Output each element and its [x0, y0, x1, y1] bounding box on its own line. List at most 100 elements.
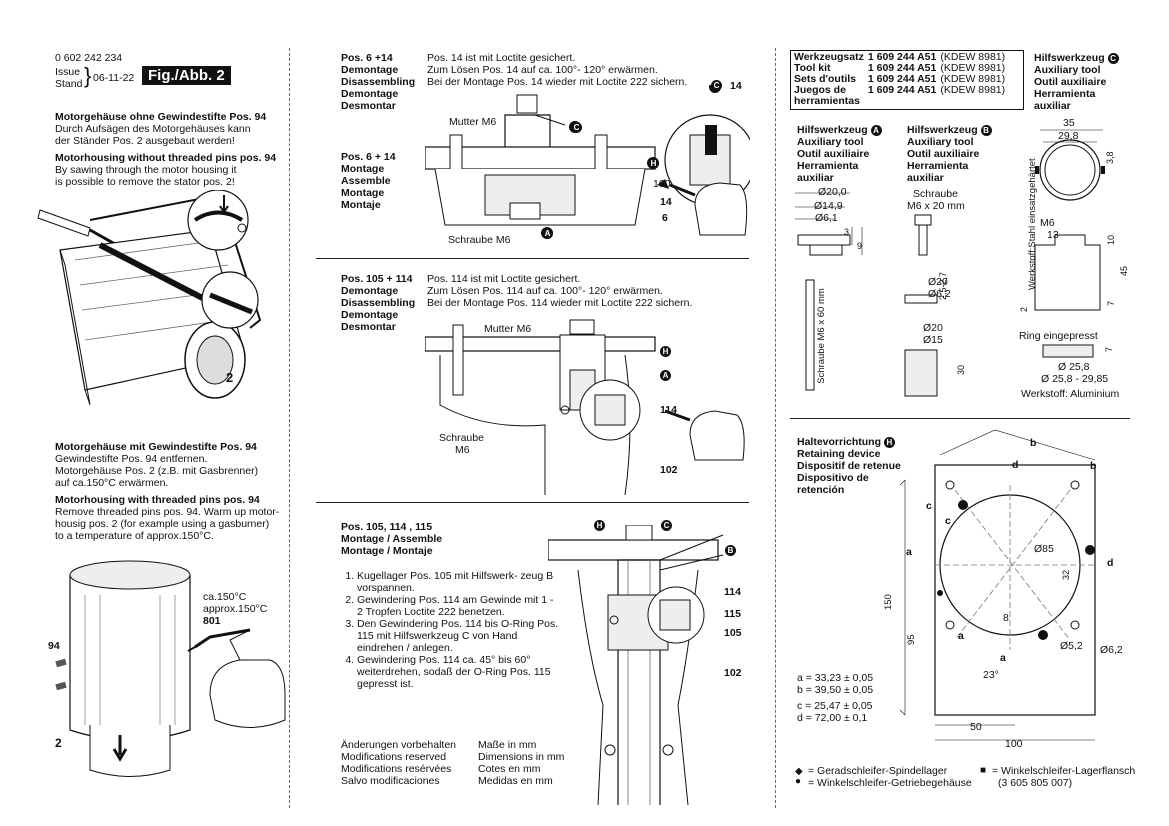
dims-3: Cotes en mm [478, 763, 541, 775]
holder-dim-8: 8 [1003, 612, 1009, 624]
holder-dim-d1: d [1012, 459, 1019, 471]
stand-label: Stand [55, 78, 83, 90]
toolC-dim-9: 2 [1019, 306, 1029, 312]
holder-dim-b1: b [1030, 437, 1037, 449]
section-divider-3 [790, 418, 1130, 419]
toolC-ring-dim-3: Ø 25,8 - 29,85 [1041, 373, 1109, 385]
holder-line-2: Dispositif de retenue [797, 460, 901, 472]
tool-h-marker-1: H [648, 158, 659, 169]
s1-op-1: Demontage [341, 64, 399, 76]
s2-title-de: Motorgehäuse mit Gewindestifte Pos. 94 [55, 441, 257, 453]
tool-kit-table: Werkzeugsatz 1 609 244 A51 (KDEW 8981) T… [794, 52, 1009, 107]
tool-c-marker-1: C [571, 122, 582, 133]
kit-ref: (KDEW 8981) [940, 73, 1006, 85]
legend-circle-icon: ● [795, 776, 802, 787]
s2-op-3: Demontage [341, 309, 399, 321]
s1-op2-3: Montage [341, 187, 385, 199]
f1-c14: 14 [730, 80, 742, 92]
toolB-line-3: Herramienta [907, 160, 969, 172]
f1-mutter: Mutter M6 [449, 116, 497, 128]
holder-dim-95: 95 [906, 634, 917, 645]
fig2-2: 2 [55, 736, 62, 750]
toolA-title: Hilfswerkzeug A [797, 124, 882, 136]
toolC-dim-2: 29,8 [1058, 130, 1079, 142]
mods-4: Salvo modificaciones [341, 775, 440, 787]
toolB-line-4: auxiliar [907, 172, 944, 184]
f1-6: 6 [662, 212, 668, 224]
toolC-dim-5: 13 [1047, 229, 1059, 241]
toolA-pin-label: Schraube M6 x 60 mm [815, 288, 827, 384]
s1-text-de-1: Durch Aufsägen des Motorgehäuses kann [55, 123, 251, 135]
s2-text-3: Bei der Montage Pos. 114 wieder mit Loct… [427, 297, 693, 309]
s1-text-en-2: is possible to remove the stator pos. 2! [55, 176, 235, 188]
fig2-temp-1: ca.150°C [203, 591, 247, 603]
f2-114: 114 [660, 404, 677, 416]
s1-op2-1: Montage [341, 163, 385, 175]
kit-label: Werkzeugsatz [794, 51, 864, 63]
s2-text-en-3: to a temperature of approx.150°C. [55, 530, 214, 542]
mods-2: Modifications reserved [341, 751, 447, 763]
toolB-title-text: Hilfswerkzeug [907, 124, 978, 136]
formula-a: a = 33,23 ± 0,05 [797, 672, 874, 684]
s2-op-4: Desmontar [341, 321, 396, 333]
kit-number: 1 609 244 A51 [867, 84, 937, 96]
tool-a-marker-1: A [542, 228, 553, 239]
s1-text-3: Bei der Montage Pos. 14 wieder mit Locti… [427, 76, 688, 88]
kit-row: herramientas [794, 96, 1009, 107]
tool-c-marker-1b: C [711, 80, 722, 91]
toolC-dim-6: 10 [1106, 234, 1116, 245]
fig1-label-2: 2 [226, 370, 234, 385]
kit-number: 1 609 244 A51 [867, 73, 937, 85]
legend-diamond-icon: ◆ [795, 766, 803, 777]
s1-title-de: Motorgehäuse ohne Gewindestifte Pos. 94 [55, 111, 267, 123]
s2-text-2: Zum Lösen Pos. 114 auf ca. 100°- 120° er… [427, 285, 663, 297]
fig2-temp-2: approx.150°C [203, 603, 268, 615]
legend-square-2: (3 605 805 007) [998, 777, 1073, 789]
legend-diamond-1: = Geradschleifer-Spindellager [808, 765, 948, 777]
tool-c-marker-3: C [661, 520, 672, 531]
fig2-801: 801 [203, 615, 221, 627]
holder-dim-a3: a [1000, 652, 1006, 664]
holder-dim-23: 23° [983, 669, 999, 681]
fig2-94: 94 [48, 640, 60, 652]
f3-105: 105 [724, 627, 742, 639]
section-divider-2 [316, 502, 749, 503]
s3-op-1: Montage / Assemble [341, 533, 443, 545]
toolA-title-text: Hilfswerkzeug [797, 124, 868, 136]
toolC-ring-label: Ring eingepresst [1019, 330, 1098, 342]
brace: } [84, 63, 92, 88]
toolC-dim-8: 7 [1106, 300, 1116, 306]
kit-row: Werkzeugsatz 1 609 244 A51 (KDEW 8981) [794, 52, 1009, 63]
toolB-line-1: Auxiliary tool [907, 136, 974, 148]
s3-op-2: Montage / Montaje [341, 545, 433, 557]
kit-label: Juegos de [794, 84, 846, 96]
toolC-vertical-label: Werkstoff:Stahl einsatzgehärtet [1027, 158, 1038, 290]
kit-label: herramientas [794, 95, 860, 107]
toolA-line-2: Outil auxiliaire [797, 148, 870, 160]
s1-op2-2: Assemble [341, 175, 391, 187]
bearing-assembly-illustration [548, 525, 724, 805]
kit-row: Sets d'outils 1 609 244 A51 (KDEW 8981) [794, 74, 1009, 85]
tool-a-marker-2: A [660, 370, 671, 381]
f2-schraube-1: Schraube [439, 432, 484, 444]
kit-ref: (KDEW 8981) [940, 62, 1006, 74]
s1-op-4: Desmontar [341, 100, 396, 112]
s1-pos2: Pos. 6 + 14 [341, 151, 396, 163]
f3-115: 115 [724, 608, 741, 620]
f3-102: 102 [724, 667, 742, 679]
tool-a-drawing [795, 192, 863, 391]
toolB-screw-1: Schraube [913, 188, 958, 200]
holder-dim-85: Ø85 [1034, 543, 1054, 555]
spindle-disassembly-illustration [425, 85, 750, 239]
dims-1: Maße in mm [478, 739, 537, 751]
toolC-line-1: Auxiliary tool [1034, 64, 1101, 76]
toolA-dim-4: 3 [844, 227, 850, 237]
toolA-dim-3: Ø6,1 [815, 212, 838, 224]
s2-text-en-2: housig pos. 2 (for example using a gasbu… [55, 518, 270, 530]
toolB-dim-2: Ø6,2 [928, 288, 951, 300]
kit-number: 1 609 244 A51 [867, 62, 937, 74]
toolA-line-1: Auxiliary tool [797, 136, 864, 148]
issue-date: 06-11-22 [93, 72, 135, 84]
toolB-dim-5: Ø15 [923, 334, 943, 346]
toolB-dim-3: 2,5-2,7 [938, 271, 948, 300]
